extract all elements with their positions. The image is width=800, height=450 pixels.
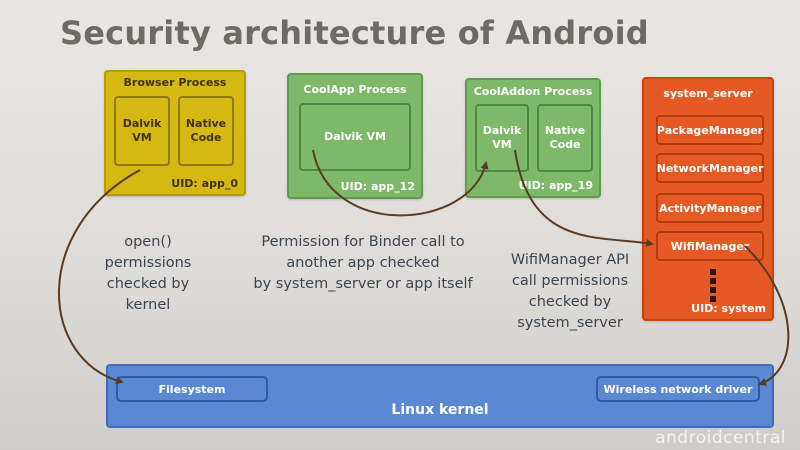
browser-process-title: Browser Process [123,76,227,89]
cooladdon-process: CoolAddon Process Dalvik VM Native Code … [465,78,601,198]
arrow-coolapp-to-cooladdon [312,149,489,217]
binder-permission-caption: Permission for Binder call to another ap… [253,234,473,292]
browser-dalvik-vm: Dalvik VM [114,96,170,166]
cooladdon-native-code: Native Code [537,104,593,172]
slide-title: Security architecture of Android [60,14,649,52]
cooladdon-process-title: CoolAddon Process [473,85,593,98]
arrow-browser-to-filesystem [58,169,141,385]
system-server-title: system_server [663,87,753,100]
linux-kernel: Filesystem Wireless network driver Linux… [106,364,774,428]
cooladdon-uid: UID: app_19 [518,179,593,192]
linux-kernel-title: Linux kernel [391,402,489,418]
coolapp-process: CoolApp Process Dalvik VM UID: app_12 [287,73,423,199]
wireless-driver-box: Wireless network driver [596,376,760,402]
coolapp-dalvik-vm: Dalvik VM [299,103,411,171]
filesystem-box: Filesystem [116,376,268,402]
system-server-process: system_server PackageManager NetworkMana… [642,77,774,321]
coolapp-process-title: CoolApp Process [303,83,407,96]
activity-manager-box: ActivityManager [656,193,764,223]
arrow-wifimanager-to-driver [744,245,790,386]
network-manager-box: NetworkManager [656,153,764,183]
arrow-cooladdon-to-wifimanager [514,149,654,247]
open-permissions-caption: open() permissions checked by kernel [104,234,192,313]
browser-uid: UID: app_0 [171,177,238,190]
cooladdon-dalvik-vm: Dalvik VM [475,104,529,172]
browser-process: Browser Process Dalvik VM Native Code UI… [104,70,246,196]
system-server-uid: UID: system [691,302,766,315]
package-manager-box: PackageManager [656,115,764,145]
wifi-permission-caption: WifiManager API call permissions checked… [510,252,630,331]
browser-native-code: Native Code [178,96,234,166]
wifi-manager-box: WifiManager [656,231,764,261]
coolapp-uid: UID: app_12 [340,180,415,193]
androidcentral-watermark: androidcentral [655,428,786,448]
ellipsis-dots [710,269,716,305]
